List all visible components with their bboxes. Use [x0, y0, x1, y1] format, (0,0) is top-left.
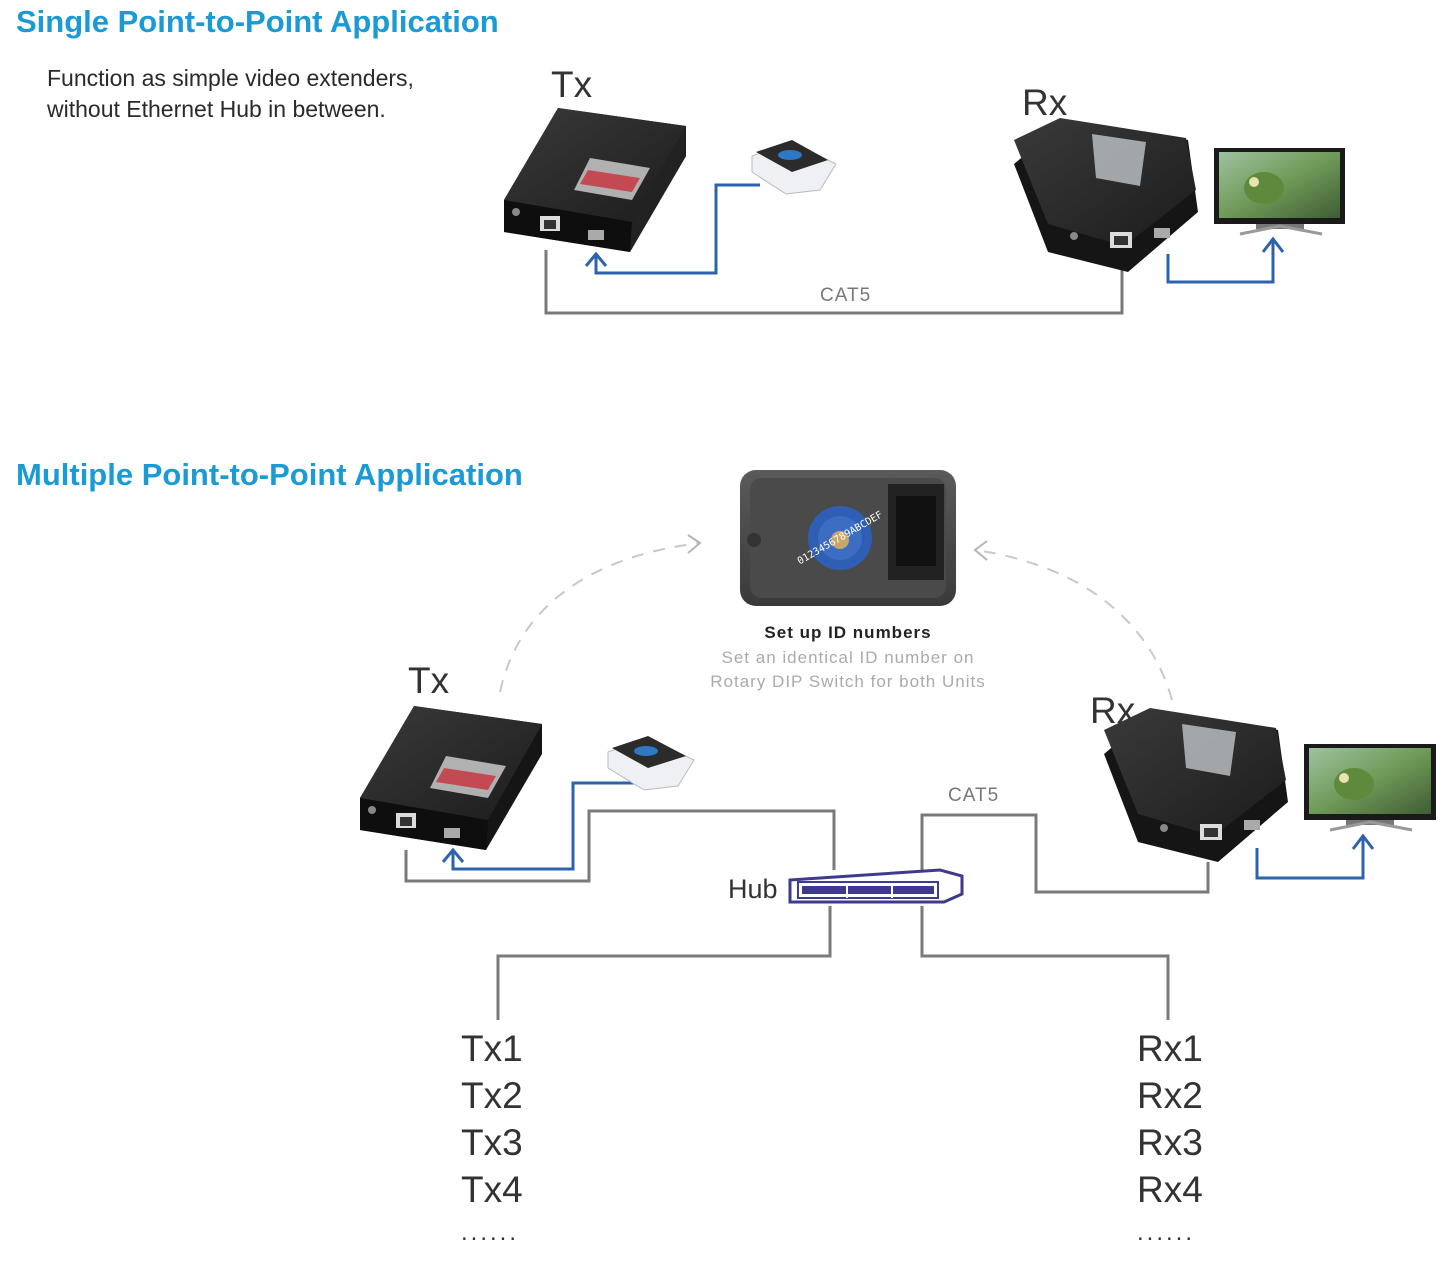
rx-list-item: Rx3 — [1137, 1122, 1203, 1163]
multi-tx-device — [360, 706, 542, 850]
ethernet-hub — [788, 868, 964, 904]
setup-id-desc-line1: Set an identical ID number on — [721, 648, 975, 667]
rx-list-item: ...... — [1137, 1219, 1196, 1246]
tx-list-item: ...... — [461, 1219, 520, 1246]
multi-tv-arrowhead — [1351, 833, 1375, 850]
rx-list-item: Rx1 — [1137, 1028, 1203, 1069]
single-description-line2: without Ethernet Hub in between. — [47, 96, 386, 122]
single-rx-device — [1014, 118, 1198, 272]
rx-list-item: Rx2 — [1137, 1075, 1203, 1116]
rx-to-hub-cable — [920, 813, 1210, 894]
single-rx-label: Rx — [1022, 82, 1068, 123]
hub-to-rx-list-cable — [920, 906, 1170, 1020]
tx-list-item: Tx1 — [461, 1028, 523, 1069]
tx-id-dashed-arc — [499, 542, 701, 693]
hub-to-tx-list-cable — [496, 906, 832, 1020]
tx-list: Tx1 Tx2 Tx3 Tx4 ...... — [461, 1025, 523, 1253]
multi-source-device — [607, 736, 695, 791]
single-section-title: Single Point-to-Point Application — [16, 4, 499, 39]
single-source-arrowhead — [584, 251, 608, 267]
single-tv-arrowhead — [1261, 236, 1285, 253]
multi-cat5-label: CAT5 — [948, 785, 1000, 806]
single-source-hdmi-cable — [594, 183, 760, 275]
rotary-dip-switch-photo — [740, 470, 956, 606]
multi-tv-display — [1304, 744, 1436, 832]
single-source-device — [751, 140, 837, 195]
single-tv-display — [1214, 148, 1345, 236]
single-cat5-label: CAT5 — [820, 285, 872, 306]
rx-list: Rx1 Rx2 Rx3 Rx4 ...... — [1137, 1025, 1203, 1253]
tx-to-hub-cable — [404, 809, 836, 883]
single-tx-device — [504, 108, 686, 252]
single-tv-hdmi-cable — [1166, 241, 1275, 284]
multi-tx-label: Tx — [408, 660, 450, 701]
multi-source-hdmi-cable — [451, 781, 635, 871]
setup-id-desc-line2: Rotary DIP Switch for both Units — [710, 672, 986, 691]
tx-id-arrowhead — [687, 534, 702, 554]
multi-tv-hdmi-cable — [1255, 838, 1365, 880]
multi-rx-device — [1104, 708, 1288, 862]
setup-id-title: Set up ID numbers — [764, 623, 932, 642]
single-description-line1: Function as simple video extenders, — [47, 65, 414, 91]
multi-section-title: Multiple Point-to-Point Application — [16, 457, 523, 492]
rx-id-dashed-arc — [974, 549, 1173, 701]
multi-source-arrowhead — [441, 847, 465, 863]
single-tx-label: Tx — [551, 64, 593, 105]
tx-list-item: Tx3 — [461, 1122, 523, 1163]
rx-id-arrowhead — [973, 540, 988, 561]
tx-list-item: Tx4 — [461, 1169, 523, 1210]
rx-list-item: Rx4 — [1137, 1169, 1203, 1210]
hub-label: Hub — [728, 874, 778, 904]
tx-list-item: Tx2 — [461, 1075, 523, 1116]
single-cat5-cable — [544, 250, 1124, 315]
